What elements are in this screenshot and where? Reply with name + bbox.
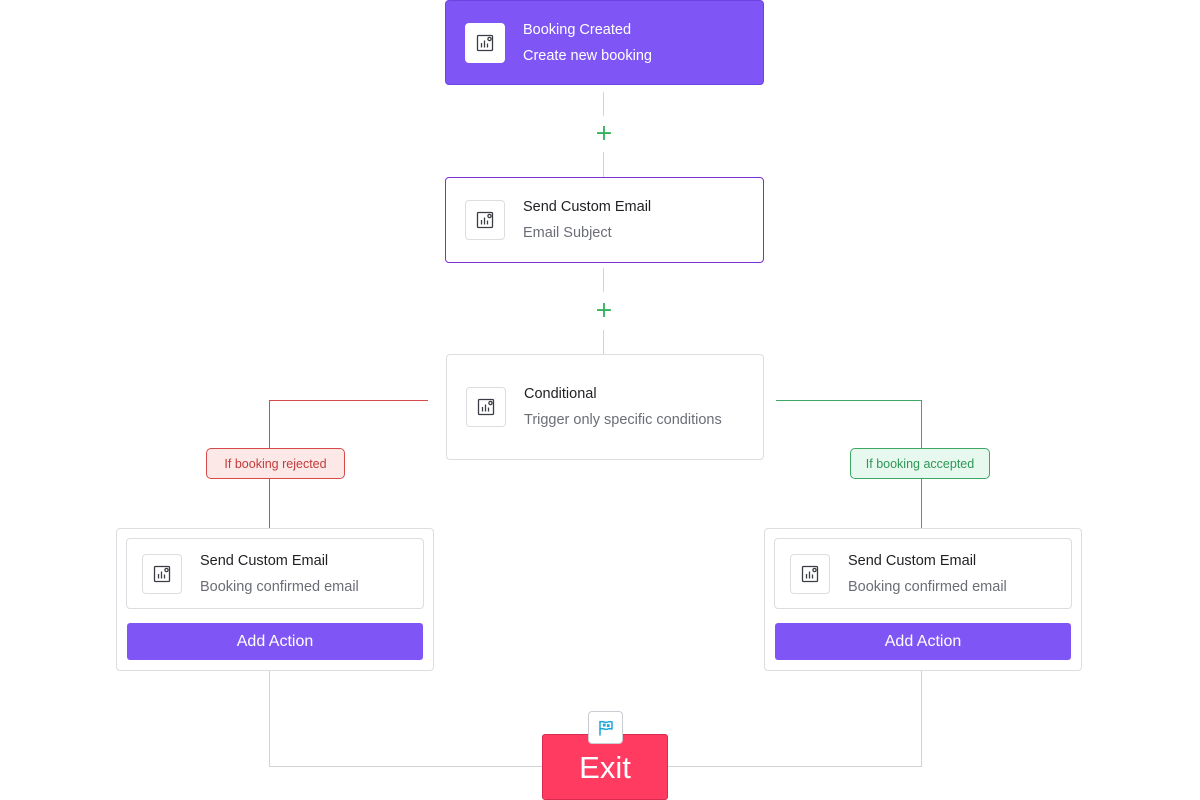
exit-line-right-horizontal [667, 766, 922, 767]
connector-trigger-email-top [603, 92, 604, 116]
branch-rejected-action-title: Send Custom Email [200, 552, 329, 569]
branch-rejected-action-subtitle: Booking confirmed email [200, 578, 359, 595]
analytics-icon [465, 200, 505, 240]
conditional-node[interactable]: Conditional Trigger only specific condit… [446, 354, 764, 460]
branch-line-accepted-upper [921, 400, 922, 449]
branch-accepted-container: Send Custom Email Booking confirmed emai… [764, 528, 1082, 671]
trigger-subtitle: Create new booking [523, 47, 652, 64]
branch-line-rejected-upper [269, 400, 270, 449]
add-action-button-accepted[interactable]: Add Action [775, 623, 1071, 660]
branch-accepted-action[interactable]: Send Custom Email Booking confirmed emai… [774, 538, 1072, 609]
exit-line-left-horizontal [269, 766, 543, 767]
branch-line-accepted-horizontal [776, 400, 922, 401]
analytics-icon [142, 553, 182, 594]
send-email-node[interactable]: Send Custom Email Email Subject [445, 177, 764, 263]
send-email-subtitle: Email Subject [523, 225, 612, 241]
branch-label-accepted[interactable]: If booking accepted [850, 448, 990, 479]
branch-line-rejected-horizontal [269, 400, 428, 401]
connector-trigger-email-bottom [603, 152, 604, 178]
connector-email-conditional-top [603, 268, 604, 292]
branch-accepted-action-subtitle: Booking confirmed email [848, 578, 1007, 595]
flag-icon [588, 711, 623, 744]
branch-rejected-container: Send Custom Email Booking confirmed emai… [116, 528, 434, 671]
exit-line-left-vertical [269, 670, 270, 767]
branch-accepted-action-title: Send Custom Email [848, 552, 977, 569]
trigger-title: Booking Created [523, 21, 632, 38]
analytics-icon [790, 553, 830, 594]
conditional-subtitle: Trigger only specific conditions [524, 412, 722, 428]
branch-line-rejected-lower [269, 479, 270, 528]
send-email-title: Send Custom Email [523, 199, 652, 215]
branch-rejected-action[interactable]: Send Custom Email Booking confirmed emai… [126, 538, 424, 609]
conditional-title: Conditional [524, 386, 597, 402]
branch-label-rejected[interactable]: If booking rejected [206, 448, 345, 479]
add-action-button-rejected[interactable]: Add Action [127, 623, 423, 660]
add-step-button-2[interactable]: + [594, 298, 614, 323]
trigger-node[interactable]: Booking Created Create new booking [445, 0, 764, 85]
exit-node[interactable]: Exit [542, 734, 668, 800]
add-step-button-1[interactable]: + [594, 121, 614, 146]
analytics-icon [465, 22, 505, 63]
connector-email-conditional-bottom [603, 330, 604, 355]
exit-line-right-vertical [921, 670, 922, 767]
branch-line-accepted-lower [921, 479, 922, 528]
analytics-icon [466, 387, 506, 427]
